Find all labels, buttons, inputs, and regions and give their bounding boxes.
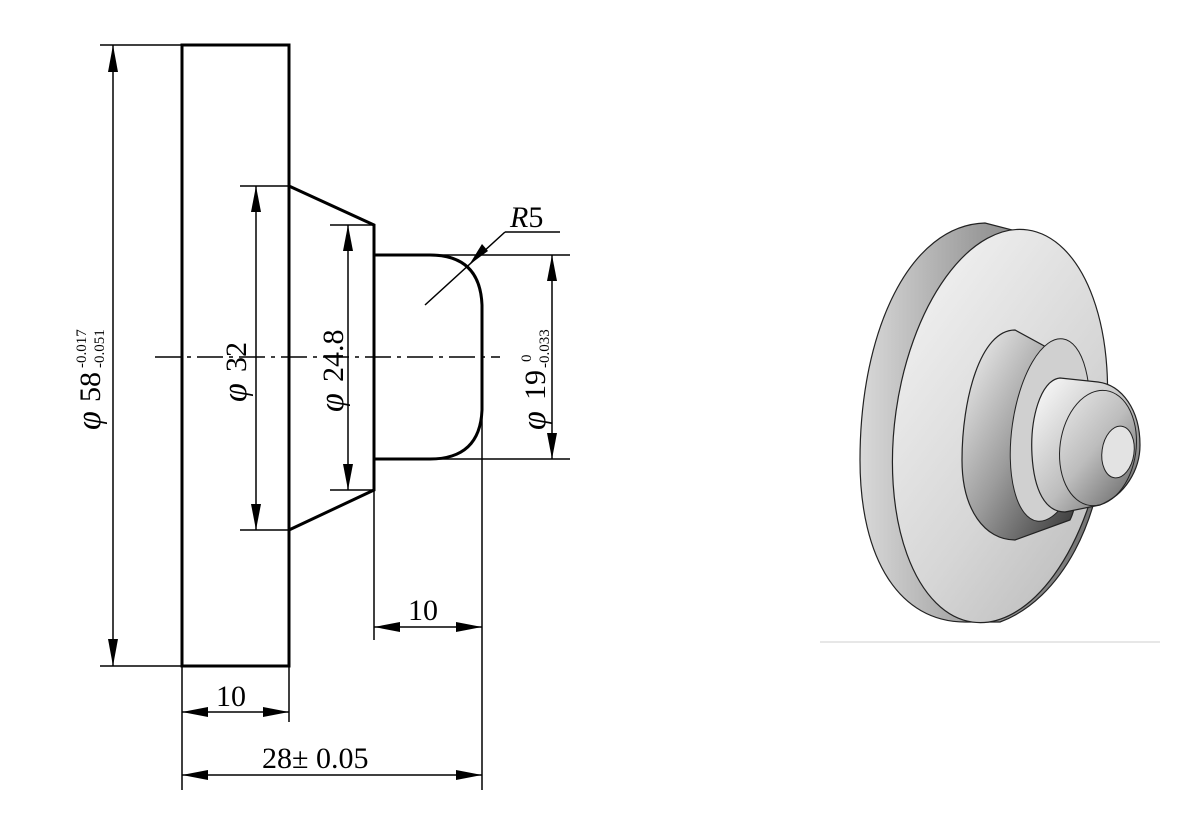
phi19-upper-tolerance: 0 <box>519 355 535 363</box>
arrow-head <box>182 707 208 717</box>
dim-phi19: φ 19 0 -0.033 <box>430 254 570 460</box>
dim-phi24-8: φ 24.8 <box>314 224 374 491</box>
arrow-head <box>251 186 261 212</box>
pin-end-face <box>1101 425 1135 479</box>
phi-symbol: φ <box>516 411 553 430</box>
orthographic-view: φ 58 -0.017 -0.051 φ 32 <box>71 43 570 790</box>
phi58-lower-tolerance: -0.051 <box>92 329 108 368</box>
arrow-head <box>456 622 482 632</box>
pin-fillet-ring <box>1059 389 1137 507</box>
arrow-head <box>182 770 208 780</box>
dim-overall-length: 28± 0.05 <box>182 742 482 780</box>
dim-r5: R5 <box>424 201 560 306</box>
phi-symbol: φ <box>71 411 108 430</box>
phi-symbol: φ <box>217 383 254 402</box>
overall-length-value: 28± 0.05 <box>262 742 368 775</box>
flange-thickness-value: 10 <box>216 680 246 713</box>
arrow-head <box>547 433 557 459</box>
dim-phi58: φ 58 -0.017 -0.051 <box>71 44 182 667</box>
arrow-head <box>547 255 557 281</box>
arrow-head <box>108 45 118 72</box>
arrow-head <box>263 707 289 717</box>
phi-symbol: φ <box>314 393 351 412</box>
r5-value: 5 <box>528 201 543 234</box>
phi32-value: 32 <box>220 342 253 372</box>
arrow-head <box>374 622 400 632</box>
arrow-head <box>251 504 261 530</box>
arrow-head <box>456 770 482 780</box>
isometric-render <box>820 222 1160 643</box>
phi58-value: 58 <box>74 372 107 402</box>
phi19-value: 19 <box>519 370 552 400</box>
dim-length-10-flange: 10 <box>181 666 290 790</box>
dim-length-10-pin: 10 <box>373 410 483 790</box>
phi19-lower-tolerance: -0.033 <box>537 329 553 368</box>
r5-letter: R <box>509 201 528 234</box>
phi58-upper-tolerance: -0.017 <box>74 329 90 368</box>
pin-length-value: 10 <box>408 594 438 627</box>
arrow-head <box>343 464 353 490</box>
phi24-8-value: 24.8 <box>317 330 350 383</box>
arrow-head <box>343 225 353 251</box>
arrow-head <box>108 639 118 666</box>
dim-phi32: φ 32 <box>217 185 289 531</box>
arrow-head <box>469 244 488 265</box>
svg-text:R5: R5 <box>509 201 543 234</box>
